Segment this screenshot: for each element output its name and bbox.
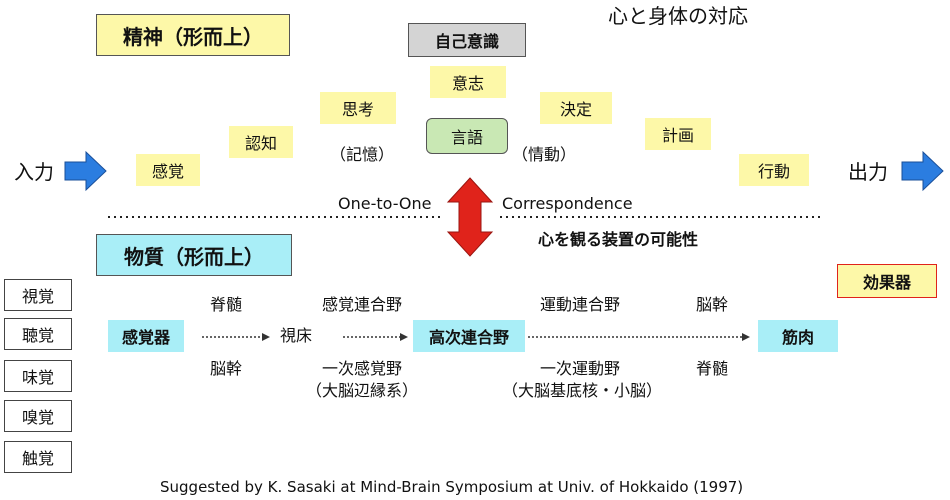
node-kodo: 行動 (739, 154, 809, 186)
node-koji-rengoya: 高次連合野 (413, 320, 525, 352)
node-daino-henenkei: （大脳辺縁系） (306, 381, 419, 400)
node-gengo-text: 言語 (450, 128, 483, 147)
node-shikou-text: 思考 (341, 100, 374, 119)
node-kioku: （記憶） (330, 145, 395, 164)
node-kodo-text: 行動 (757, 162, 790, 181)
node-undo-rengoya: 運動連合野 (540, 295, 621, 314)
node-gengo: 言語 (426, 118, 508, 154)
node-kankaku-rengoya: 感覚連合野 (322, 295, 403, 314)
node-keikaku-text: 計画 (661, 126, 694, 145)
node-ichiji-undoya: 一次運動野 (540, 359, 621, 378)
node-ninchi: 認知 (229, 126, 293, 158)
correspondence-label: Correspondence (502, 194, 633, 213)
sense-mikaku: 味覚 (4, 360, 72, 392)
effector-box: 効果器 (837, 264, 937, 298)
sense-choukaku: 聴覚 (4, 318, 72, 350)
sense-kyuukaku-text: 嗅覚 (21, 408, 54, 427)
sense-shikaku: 視覚 (4, 279, 72, 311)
node-shikou: 思考 (320, 92, 396, 124)
node-ishi: 意志 (430, 66, 506, 98)
device-text: 心を観る装置の可能性 (538, 230, 699, 249)
node-nokan-top: 脳幹 (696, 295, 729, 314)
node-nokan-bottom: 脳幹 (210, 359, 243, 378)
sense-shokkaku-text: 触覚 (21, 449, 54, 468)
node-ishi-text: 意志 (451, 74, 484, 93)
arrowhead-2-icon (400, 333, 408, 341)
output-arrow-icon (901, 150, 944, 192)
seishin-label-text: 精神（形而上） (123, 24, 263, 49)
node-kankaku: 感覚 (136, 154, 200, 186)
effector-text: 効果器 (862, 273, 911, 292)
node-sekizui-top: 脊髄 (210, 295, 243, 314)
node-kankakuki: 感覚器 (108, 320, 184, 352)
busshitsu-label: 物質（形而上） (96, 234, 292, 276)
node-kinniku-text: 筋肉 (781, 328, 814, 347)
node-kinniku: 筋肉 (758, 320, 838, 352)
one-to-one-label: One-to-One (338, 194, 432, 213)
node-jodo: （情動） (512, 145, 577, 164)
jiko-ishiki-box: 自己意識 (408, 23, 526, 57)
node-koji-rengoya-text: 高次連合野 (428, 328, 509, 347)
node-kettei: 決定 (540, 92, 612, 124)
node-shishou: 視床 (280, 326, 313, 345)
seishin-label: 精神（形而上） (96, 14, 290, 56)
node-keikaku: 計画 (645, 118, 711, 150)
node-daino-kitei: （大脳基底核・小脳） (502, 381, 663, 400)
input-arrow-icon (64, 150, 107, 192)
node-ninchi-text: 認知 (244, 134, 277, 153)
output-label: 出力 (848, 160, 888, 184)
arrowhead-3-icon (742, 333, 750, 341)
footer-credit: Suggested by K. Sasaki at Mind-Brain Sym… (160, 478, 744, 496)
sense-mikaku-text: 味覚 (21, 368, 54, 387)
sense-shikaku-text: 視覚 (21, 287, 54, 306)
sense-kyuukaku: 嗅覚 (4, 400, 72, 432)
node-kankakuki-text: 感覚器 (121, 328, 170, 347)
correspondence-double-arrow-icon (446, 177, 494, 257)
busshitsu-label-text: 物質（形而上） (124, 244, 264, 269)
node-kettei-text: 決定 (559, 100, 592, 119)
diagram-title: 心と身体の対応 (608, 4, 748, 28)
sense-shokkaku: 触覚 (4, 441, 72, 473)
node-sekizui-bottom: 脊髄 (696, 359, 729, 378)
input-label: 入力 (14, 160, 54, 184)
sense-choukaku-text: 聴覚 (21, 326, 54, 345)
jiko-ishiki-text: 自己意識 (434, 32, 499, 51)
arrowhead-1-icon (262, 333, 270, 341)
node-ichiji-kankakuya: 一次感覚野 (322, 359, 403, 378)
node-kankaku-text: 感覚 (151, 162, 184, 181)
